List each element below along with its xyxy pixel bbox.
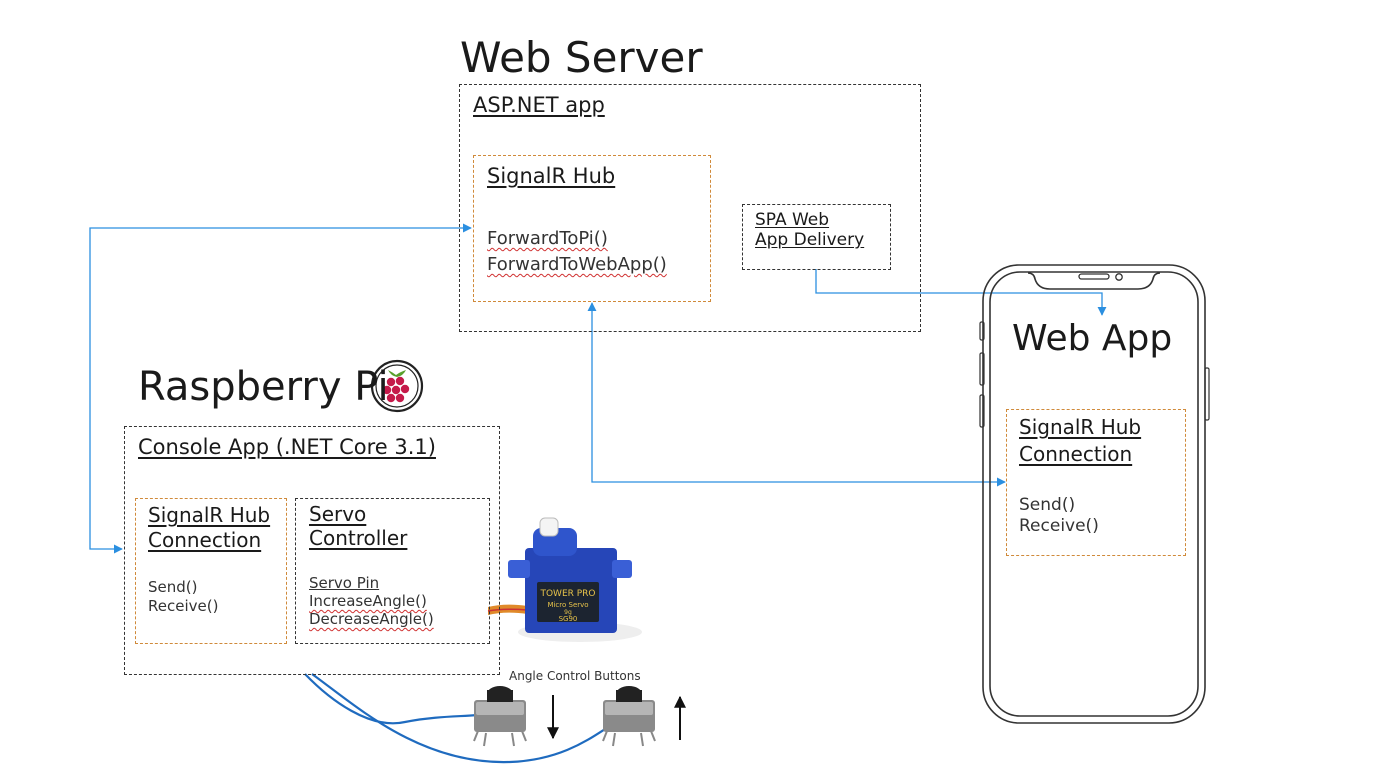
server-signalr-hub-box: SignalR Hub ForwardToPi() ForwardToWebAp…: [473, 155, 711, 302]
server-to-webapp-connector: [587, 302, 1006, 487]
forward-to-webapp-method: ForwardToWebApp(): [487, 254, 667, 275]
pi-to-server-connector: [89, 223, 472, 554]
webapp-hub-line1: SignalR Hub: [1019, 415, 1142, 439]
pi-send-method: Send(): [148, 578, 198, 596]
raspberry-logo-icon: [370, 359, 424, 413]
web-app-title: Web App: [1012, 318, 1173, 359]
pi-hub-connection-box: SignalR Hub Connection Send() Receive(): [135, 498, 287, 644]
servo-model-text: Micro Servo: [547, 601, 588, 609]
button-wire-2: [311, 673, 618, 764]
servo-code-text: SG90: [559, 615, 578, 623]
angle-buttons-caption: Angle Control Buttons: [509, 669, 641, 683]
servo-weight-text: 9g: [564, 609, 572, 616]
phone-outline: [979, 264, 1210, 724]
push-button-1-image: [473, 686, 527, 747]
console-app-box: Console App (.NET Core 3.1) SignalR Hub …: [124, 426, 500, 675]
spa-delivery-connector: [815, 269, 1107, 316]
web-server-title: Web Server: [460, 33, 703, 82]
forward-to-pi-method: ForwardToPi(): [487, 228, 608, 249]
button-wire-1: [304, 673, 486, 725]
aspnet-app-label: ASP.NET app: [473, 93, 605, 117]
aspnet-app-box: ASP.NET app SignalR Hub ForwardToPi() Fo…: [459, 84, 921, 332]
pi-hub-line2: Connection: [148, 528, 262, 552]
pi-receive-method: Receive(): [148, 597, 219, 615]
spa-line1: SPA Web: [755, 210, 830, 230]
servo-line1: Servo: [309, 502, 367, 526]
servo-brand-text: TOWER PRO: [539, 589, 595, 599]
servo-controller-box: Servo Controller Servo Pin IncreaseAngle…: [295, 498, 490, 644]
decrease-angle-method: DecreaseAngle(): [309, 610, 434, 628]
servo-line2: Controller: [309, 526, 408, 550]
webapp-hub-connection-box: SignalR Hub Connection Send() Receive(): [1006, 409, 1186, 556]
console-app-label: Console App (.NET Core 3.1): [138, 435, 436, 459]
push-button-2-image: [602, 686, 656, 747]
server-hub-title: SignalR Hub: [487, 164, 616, 188]
webapp-send-method: Send(): [1019, 495, 1076, 515]
pi-hub-line1: SignalR Hub: [148, 503, 271, 527]
raspberry-pi-title: Raspberry Pi: [138, 364, 389, 410]
webapp-hub-line2: Connection: [1019, 442, 1133, 466]
increase-angle-method: IncreaseAngle(): [309, 592, 427, 610]
webapp-receive-method: Receive(): [1019, 516, 1099, 536]
servo-pin-label: Servo Pin: [309, 574, 380, 592]
spa-line2: App Delivery: [755, 230, 865, 250]
servo-motor-image: TOWER PRO Micro Servo 9g SG90: [487, 517, 642, 642]
spa-delivery-box: SPA Web App Delivery: [742, 204, 891, 270]
